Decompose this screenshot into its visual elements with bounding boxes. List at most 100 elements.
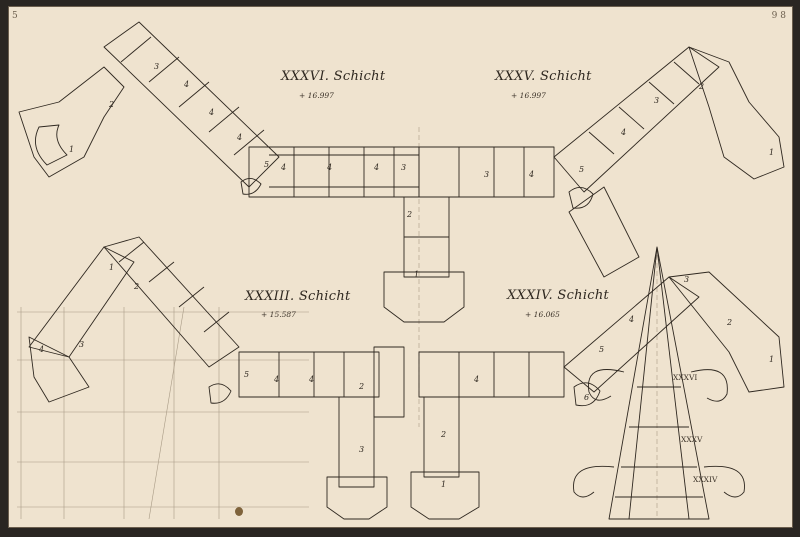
tl-profile (34, 124, 68, 166)
bl-base (326, 476, 388, 520)
block-number-tr-2: 3 (654, 96, 659, 105)
block-number-bl-5: 4 (273, 375, 279, 384)
tr-lower-arm (568, 186, 640, 278)
tl-arm-outer (103, 21, 280, 188)
block-number-tr-6: 4 (528, 170, 534, 179)
bl-horizontal-band (238, 351, 380, 398)
tl-joint3 (208, 106, 240, 133)
block-number-tr-4: 5 (579, 165, 584, 174)
block-number-tr-3: 4 (620, 128, 626, 137)
center-stem-top (403, 196, 450, 278)
bl-joint1 (148, 261, 175, 283)
pinnacle-crocket-ll (573, 465, 615, 498)
layer-elevation-xxxiv: + 16.065 (525, 310, 560, 319)
corner-mark-left: 5 (12, 11, 18, 21)
pinnacle-outline (608, 246, 710, 520)
block-number-tl-1: 2 (108, 100, 114, 109)
layer-title-xxxv: XXXV. Schicht (495, 69, 592, 84)
block-number-tl-4: 4 (208, 108, 214, 117)
pinnacle-rib-r (656, 246, 690, 520)
layer-title-xxxvi: XXXVI. Schicht (281, 69, 386, 84)
block-number-br-1: 2 (726, 318, 732, 327)
block-number-tl-2: 3 (154, 62, 159, 71)
block-number-tl-6: 5 (264, 160, 269, 169)
ink-stain (235, 507, 243, 516)
block-number-br-6: 4 (473, 375, 479, 384)
block-number-br-4: 5 (599, 345, 604, 354)
block-number-tl-5: 4 (236, 133, 242, 142)
br-stem (423, 396, 460, 478)
bl-joint2 (178, 286, 205, 308)
block-number-bl-6: 4 (308, 375, 314, 384)
br-arm (563, 276, 700, 393)
block-number-bl-8: 3 (359, 445, 364, 454)
bl-return (373, 346, 405, 418)
bl-corbel (208, 383, 232, 404)
block-number-br-5: 6 (584, 393, 589, 402)
br-corbel (573, 382, 601, 407)
block-number-br-3: 4 (628, 315, 634, 324)
layer-title-xxxiv: XXXIV. Schicht (507, 288, 610, 303)
block-number-br-8: 1 (441, 480, 446, 489)
bl-stem (338, 396, 375, 488)
tr-joint2 (648, 81, 675, 105)
bl-end-block (28, 336, 90, 403)
bl-arm-right (103, 236, 240, 368)
pinnacle-label-2: XXXV (681, 435, 703, 444)
tr-horizontal-band (418, 146, 555, 198)
bl-joint3 (203, 311, 230, 333)
tr-arm (553, 46, 720, 193)
block-number-tl-12: 1 (414, 270, 419, 279)
tl-end-block (18, 66, 125, 178)
block-number-bl-3: 4 (38, 345, 44, 354)
br-horizontal-band (418, 351, 565, 398)
block-number-tl-10: 3 (401, 163, 406, 172)
pinnacle-rib-l (628, 246, 658, 520)
block-number-tl-3: 4 (183, 80, 189, 89)
corner-mark-right: 9 8 (771, 11, 786, 21)
tr-end-block (688, 46, 785, 180)
block-number-tr-1: 2 (698, 82, 704, 91)
block-number-bl-2: 3 (79, 340, 84, 349)
tl-joint2 (178, 81, 210, 108)
block-number-tl-0: 1 (69, 145, 74, 154)
block-number-br-0: 1 (769, 355, 774, 364)
block-number-tl-11: 2 (406, 210, 412, 219)
block-number-br-7: 2 (440, 430, 446, 439)
layer-elevation-xxxiii: + 15.587 (261, 310, 296, 319)
pinnacle-crocket-l (588, 369, 625, 401)
bl-joint0 (118, 241, 145, 263)
tr-joint0 (588, 131, 615, 155)
drawing-sheet: 1 2 3 4 4 4 5 4 4 4 3 2 1 1 2 3 4 5 3 4 1 2 3 4 5 4 4 2 3 1 2 3 4 5 6 4 2 1 5… (8, 6, 793, 528)
layer-elevation-xxxv: + 16.997 (511, 91, 546, 100)
tl-corbel (240, 178, 262, 195)
pinnacle-label-1: XXXVI (673, 373, 698, 382)
block-number-tr-5: 3 (484, 170, 489, 179)
tl-joint4 (233, 129, 265, 156)
center-base-top (383, 271, 465, 323)
br-base (410, 471, 480, 520)
layer-elevation-xxxvi: + 16.997 (299, 91, 334, 100)
block-number-bl-4: 5 (244, 370, 249, 379)
block-number-tl-8: 4 (326, 163, 332, 172)
architectural-drawing: 1 2 3 4 4 4 5 4 4 4 3 2 1 1 2 3 4 5 3 4 1 2 3 4 5 4 4 2 3 1 2 3 4 5 6 4 2 1 (17, 21, 785, 520)
tr-joint1 (618, 106, 645, 130)
block-number-tl-7: 4 (280, 163, 286, 172)
construction-diagonal (148, 306, 185, 520)
block-number-bl-1: 2 (133, 282, 139, 291)
pinnacle-label-3: XXXIV (693, 475, 718, 484)
block-number-br-2: 3 (684, 275, 689, 284)
tl-joint0 (120, 36, 152, 63)
block-number-bl-7: 2 (358, 382, 364, 391)
bl-arm (28, 246, 135, 358)
tl-joint1 (148, 56, 180, 83)
pinnacle-crocket-r (690, 369, 728, 402)
block-number-bl-0: 1 (109, 263, 114, 272)
block-number-tl-9: 4 (373, 163, 379, 172)
br-end-block (668, 271, 785, 393)
tl-horizontal-band (248, 146, 420, 198)
pinnacle-crocket-rr (703, 465, 745, 498)
tr-corbel (568, 187, 594, 209)
block-number-tr-0: 1 (769, 148, 774, 157)
tr-joint3 (673, 61, 700, 85)
